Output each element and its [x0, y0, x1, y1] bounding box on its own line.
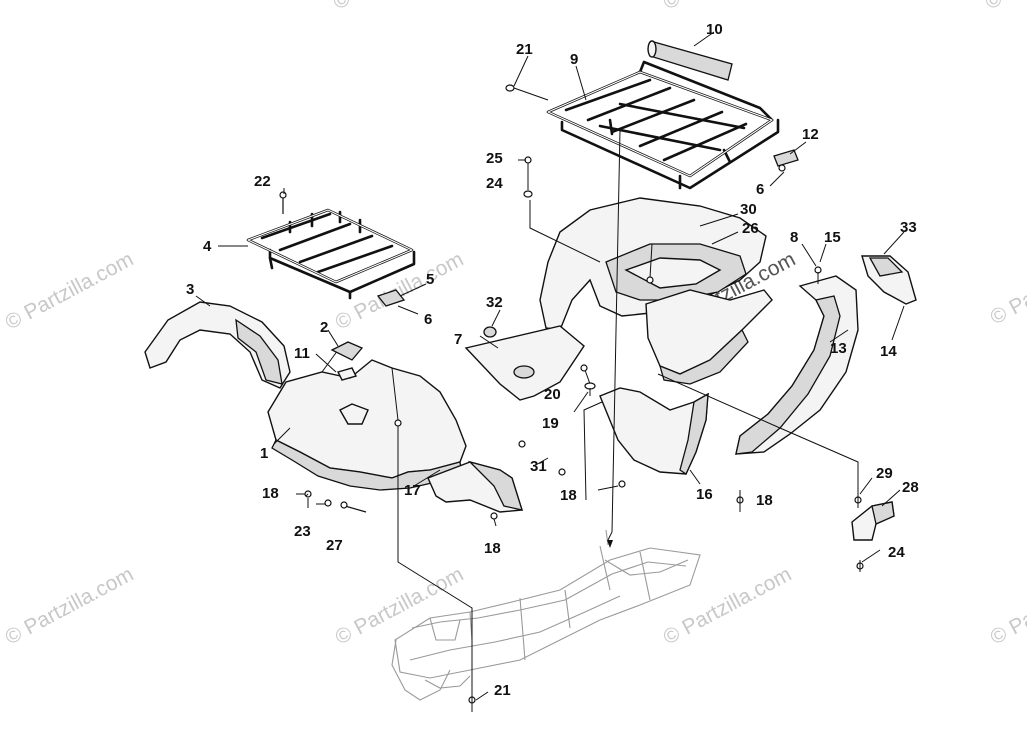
callout-18-a: 18: [262, 485, 279, 502]
hardware: [279, 84, 864, 712]
callout-12: 12: [802, 126, 819, 143]
watermark: © Parti: [660, 0, 728, 14]
callout-18-b: 18: [560, 487, 577, 504]
callout-24-top: 24: [486, 175, 503, 192]
callout-5: 5: [426, 271, 434, 288]
callout-20: 20: [544, 386, 561, 403]
callout-19: 19: [542, 415, 559, 432]
side-cover: [464, 325, 585, 401]
rear-fender: [539, 197, 767, 331]
callout-27: 27: [326, 537, 343, 554]
chassis-frame: [391, 529, 701, 701]
rack-bracket: [376, 289, 406, 307]
front-rack: [246, 208, 416, 300]
callout-24-bottom: 24: [888, 544, 905, 561]
callout-labels: 1 2 3 4 5 6 6 7 8 9 10 11 12 13 14 15 16…: [186, 21, 919, 699]
callout-15: 15: [824, 229, 841, 246]
watermark: © Partzilla.com: [2, 563, 138, 650]
callout-7: 7: [454, 331, 462, 348]
callout-23: 23: [294, 523, 311, 540]
callout-9: 9: [570, 51, 578, 68]
callout-28: 28: [902, 479, 919, 496]
callout-6-rear: 6: [756, 181, 764, 198]
mud-flap: [427, 460, 523, 513]
callout-30: 30: [740, 201, 757, 218]
watermark: © Partzilla.com: [660, 563, 796, 650]
watermark: © Partzilla.com: [332, 563, 468, 650]
callout-25: 25: [486, 150, 503, 167]
callout-18-d: 18: [484, 540, 501, 557]
watermark: © Partzilla.com: [2, 248, 138, 335]
callout-16: 16: [696, 486, 713, 503]
callout-31: 31: [530, 458, 547, 475]
callout-26: 26: [742, 220, 759, 237]
watermark: © Parti: [987, 279, 1027, 330]
callout-33: 33: [900, 219, 917, 236]
callout-4: 4: [203, 238, 212, 255]
watermark: © Parti: [330, 0, 398, 14]
rear-rack: [546, 60, 780, 190]
watermark: © Parti: [987, 599, 1027, 650]
rear-bracket: [773, 149, 799, 167]
callout-8: 8: [790, 229, 798, 246]
callout-1: 1: [260, 445, 268, 462]
callout-29: 29: [876, 465, 893, 482]
callout-17: 17: [404, 482, 421, 499]
callout-21-bottom: 21: [494, 682, 511, 699]
callout-22: 22: [254, 173, 271, 190]
callout-14: 14: [880, 343, 897, 360]
rear-rack-pad: [647, 40, 733, 81]
callout-3: 3: [186, 281, 194, 298]
callout-6-front: 6: [424, 311, 432, 328]
pad-washer: [336, 367, 358, 381]
rear-fender-side-panel: [645, 289, 773, 385]
front-fender: [267, 349, 467, 491]
callout-32: 32: [486, 294, 503, 311]
callout-2: 2: [320, 319, 328, 336]
frame-arrow: [607, 540, 613, 548]
front-fender-flare: [144, 301, 291, 389]
fender-pad: [330, 341, 364, 361]
watermark-layer: © Partzilla.com © Partzilla.com © Partzi…: [2, 0, 1027, 649]
callout-18-c: 18: [756, 492, 773, 509]
grommet: [483, 326, 497, 338]
rear-guard-shade: [868, 257, 904, 277]
rear-fender-flare: [735, 275, 859, 455]
splash-guard: [599, 387, 709, 475]
watermark: © Parti: [982, 0, 1027, 14]
callout-21-top: 21: [516, 41, 533, 58]
leader-lines: [195, 31, 905, 701]
callout-10: 10: [706, 21, 723, 38]
callout-13: 13: [830, 340, 847, 357]
callout-11: 11: [294, 345, 310, 362]
mount-bracket: [851, 501, 895, 541]
